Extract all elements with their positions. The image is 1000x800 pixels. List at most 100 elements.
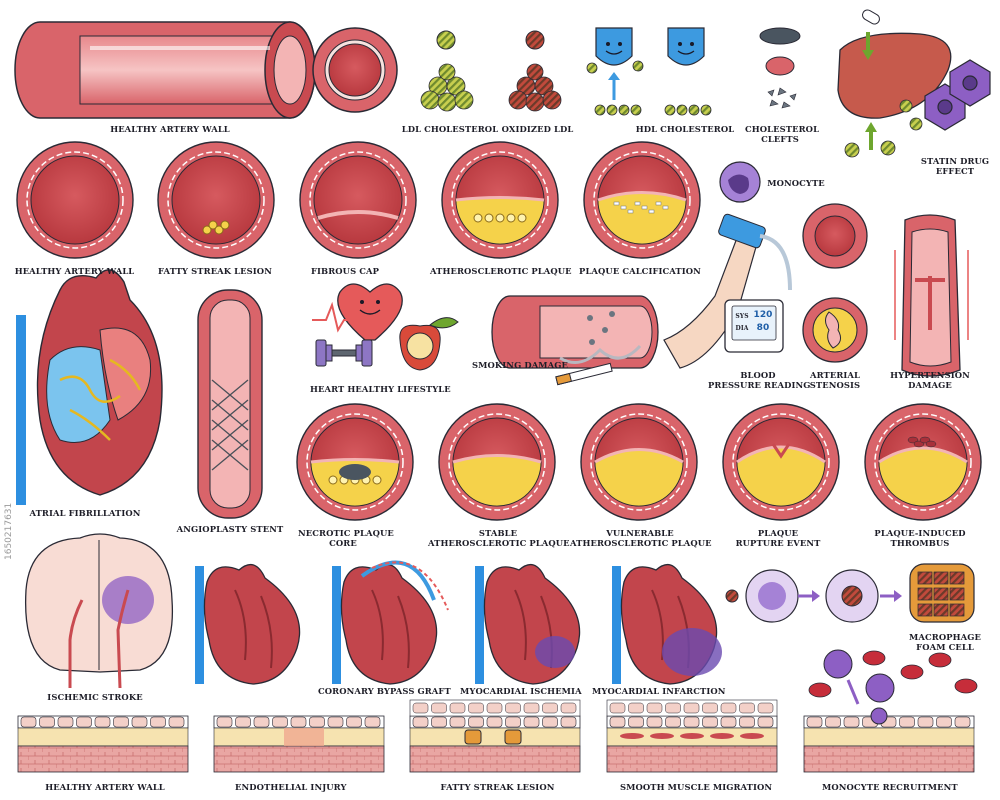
label-hdl-cholesterol: HDL CHOLESTEROL — [635, 124, 735, 134]
label-monocyte-recruitment: MONOCYTE RECRUITMENT — [822, 782, 958, 792]
label-line: DAMAGE — [908, 380, 952, 390]
row4-artery-cross-sections — [296, 403, 982, 521]
label-line: ATHEROSCLEROTIC PLAQUE — [570, 538, 712, 548]
label-healthy-artery-wall-bottom: HEALTHY ARTERY WALL — [45, 782, 165, 792]
ischemic-stroke-brain — [24, 533, 174, 689]
artery-wall-section — [17, 715, 189, 773]
label-smooth-muscle-migration: SMOOTH MUSCLE MIGRATION — [620, 782, 773, 792]
label-coronary-bypass-graft: CORONARY BYPASS GRAFT — [318, 686, 451, 696]
label-atherosclerotic-plaque: ATHEROSCLEROTIC PLAQUE — [430, 266, 572, 276]
heart-illustration — [612, 563, 722, 685]
label-fibrous-cap: FIBROUS CAP — [310, 266, 380, 276]
stock-id-watermark: 1650217631 — [4, 502, 14, 560]
arterial-stenosis — [802, 203, 868, 363]
smoking-damage-vessel — [491, 295, 659, 386]
monocyte-cell — [719, 161, 761, 203]
monocyte-to-macrophage — [725, 563, 975, 623]
label-endothelial-injury: ENDOTHELIAL INJURY — [235, 782, 347, 792]
label-line: PLAQUE-INDUCED — [874, 528, 966, 538]
artery-cross-section — [583, 141, 701, 259]
artery-cross-section — [441, 141, 559, 259]
heart-healthy-lifestyle — [312, 283, 459, 371]
artery-wall-section — [606, 699, 778, 773]
bp-sys-value: 120 — [753, 310, 773, 320]
angioplasty-stent — [197, 289, 263, 519]
artery-cross-section — [438, 403, 556, 521]
label-line: EFFECT — [935, 166, 975, 176]
label-line: STATIN DRUG — [920, 156, 990, 166]
ldl-cholesterol-particles — [420, 30, 474, 112]
bp-sys-label: SYS — [735, 313, 749, 320]
label-line: RUPTURE EVENT — [735, 538, 821, 548]
artery-wall-section — [213, 715, 385, 773]
label-healthy-artery-wall-row2: HEALTHY ARTERY WALL — [14, 266, 135, 276]
label-line: MACROPHAGE — [909, 632, 981, 642]
hypertension-damage — [894, 214, 969, 377]
atrial-fibrillation-heart — [16, 269, 163, 505]
healthy-artery-tube — [14, 21, 316, 119]
bp-dia-label: DIA — [735, 325, 749, 332]
artery-cross-section — [157, 141, 275, 259]
label-line: ARTERIAL — [810, 370, 860, 380]
blood-pressure-monitor — [724, 299, 784, 353]
artery-cross-section — [299, 141, 417, 259]
healthy-artery-cross-section — [312, 27, 398, 113]
label-oxidized-ldl: OXIDIZED LDL — [501, 124, 574, 134]
artery-cross-section — [16, 141, 134, 259]
oxidized-ldl-particles — [508, 30, 562, 112]
label-plaque-calcification: PLAQUE CALCIFICATION — [579, 266, 701, 276]
bp-dia-value: 80 — [756, 323, 770, 333]
heart-illustration — [332, 560, 449, 685]
heart-1 — [195, 560, 722, 685]
label-ischemic-stroke: ISCHEMIC STROKE — [47, 692, 143, 702]
label-line: NECROTIC PLAQUE — [298, 528, 394, 538]
blood-pressure-arm — [663, 213, 792, 369]
label-heart-healthy-lifestyle: HEART HEALTHY LIFESTYLE — [310, 384, 451, 394]
label-fatty-streak-lesion-bottom: FATTY STREAK LESION — [440, 782, 555, 792]
label-line: ATHEROSCLEROTIC PLAQUE — [428, 538, 570, 548]
statin-liver — [837, 9, 991, 158]
label-line: CORE — [329, 538, 357, 548]
artery-wall-section — [409, 699, 581, 773]
label-line: BLOOD — [740, 370, 776, 380]
wall-sections — [17, 699, 975, 773]
monocyte-recruitment-cells — [808, 649, 978, 705]
artery-cross-section — [864, 403, 982, 521]
artery-cross-section — [722, 403, 840, 521]
hdl-cholesterol-shields — [586, 27, 712, 116]
label-line: THROMBUS — [890, 538, 950, 548]
label-line: PRESSURE READING — [708, 380, 811, 390]
label-line: FOAM CELL — [916, 642, 974, 652]
artery-wall-section — [803, 707, 975, 773]
label-line: STENOSIS — [809, 380, 861, 390]
label-line: VULNERABLE — [606, 528, 674, 538]
label-myocardial-ischemia: MYOCARDIAL ISCHEMIA — [460, 686, 582, 696]
heart-illustration — [475, 563, 581, 685]
label-monocyte: MONOCYTE — [767, 178, 825, 188]
label-line: STABLE — [478, 528, 518, 538]
artery-cross-section — [296, 403, 414, 521]
label-line: PLAQUE — [757, 528, 799, 538]
label-ldl-cholesterol: LDL CHOLESTEROL — [401, 124, 499, 134]
label-atrial-fibrillation: ATRIAL FIBRILLATION — [29, 508, 141, 518]
label-line: HYPERTENSION — [890, 370, 970, 380]
label-healthy-artery-wall-top: HEALTHY ARTERY WALL — [110, 124, 230, 134]
label-fatty-streak-lesion-row2: FATTY STREAK LESION — [158, 266, 272, 276]
label-angioplasty-stent: ANGIOPLASTY STENT — [176, 524, 284, 534]
row2-artery-cross-sections — [16, 141, 701, 259]
heart-illustration — [195, 563, 301, 685]
label-myocardial-infarction: MYOCARDIAL INFARCTION — [592, 686, 726, 696]
label-smoking-damage: SMOKING DAMAGE — [472, 360, 568, 370]
label-line: CHOLESTEROL — [745, 124, 820, 134]
